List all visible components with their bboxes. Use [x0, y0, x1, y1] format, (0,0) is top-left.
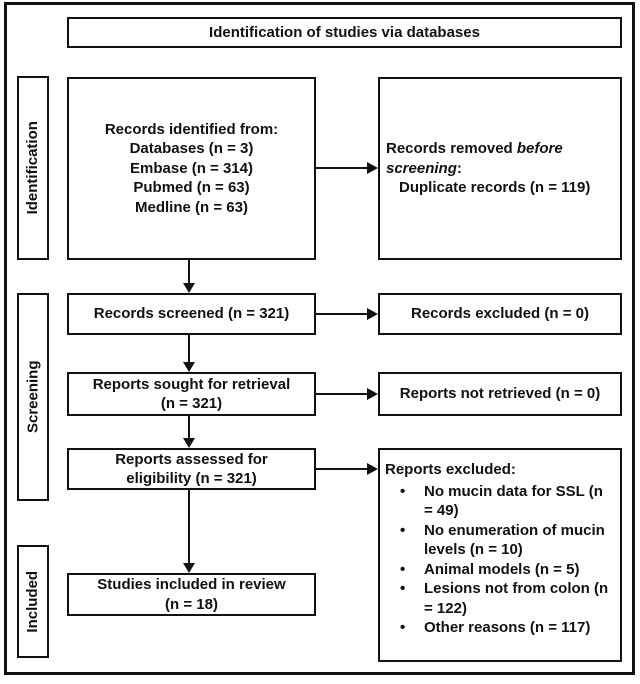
studies-included-line1: Studies included in review — [97, 576, 286, 593]
arrow-down-identified-to-screened — [183, 260, 195, 293]
arrow-right-identified-to-removed — [316, 162, 378, 174]
sidebar-stage-screening: Screening — [17, 293, 49, 501]
reports-sought-line1: Reports sought for retrieval — [92, 375, 291, 393]
title-banner: Identification of studies via databases — [67, 17, 622, 48]
records-removed-box: Records removed before screening: Duplica… — [378, 77, 622, 260]
reports-not-retrieved-text: Reports not retrieved (n = 0) — [399, 385, 601, 403]
exclusion-reason-item: No mucin data for SSL (n = 49) — [385, 482, 609, 521]
source-line: Databases (n = 3) — [129, 140, 254, 158]
reports-excluded-box: Reports excluded: No mucin data for SSL … — [378, 448, 622, 662]
records-removed-heading: Records removed before screening: — [386, 139, 563, 178]
page-title: Identification of studies via databases — [209, 23, 480, 41]
arrow-right-sought-to-not-retrieved — [316, 388, 378, 400]
records-excluded-text: Records excluded (n = 0) — [411, 305, 589, 323]
records-removed-italic-1: before — [516, 140, 563, 158]
records-screened-text: Records screened (n = 321) — [93, 305, 290, 323]
arrow-down-assessed-to-included — [183, 490, 195, 573]
arrow-down-screened-to-sought — [183, 335, 195, 372]
reports-assessed-box: Reports assessed for eligibility (n = 32… — [67, 448, 316, 490]
source-line: Pubmed (n = 63) — [133, 179, 250, 197]
exclusion-reason-item: No enumeration of mucin levels (n = 10) — [385, 521, 609, 560]
arrow-right-screened-to-excluded — [316, 308, 378, 320]
reports-sought-line2: (n = 321) — [160, 395, 223, 412]
screening-label: Screening — [24, 360, 42, 434]
records-identified-box: Records identified from: Databases (n = … — [67, 77, 316, 260]
source-line: Embase (n = 314) — [130, 159, 253, 177]
reports-sought-box: Reports sought for retrieval (n = 321) — [67, 372, 316, 416]
sidebar-stage-identification: Identification — [17, 76, 49, 260]
included-label: Included — [24, 570, 42, 633]
records-screened-box: Records screened (n = 321) — [67, 293, 316, 335]
studies-included-line2: (n = 18) — [165, 595, 218, 613]
identification-label: Identification — [24, 121, 42, 215]
reports-not-retrieved-box: Reports not retrieved (n = 0) — [378, 372, 622, 416]
arrow-right-assessed-to-excluded — [316, 463, 378, 475]
exclusion-reason-list: No mucin data for SSL (n = 49) No enumer… — [385, 482, 616, 638]
reports-assessed-line1: Reports assessed for — [115, 450, 268, 468]
records-excluded-box: Records excluded (n = 0) — [378, 293, 622, 335]
source-line: Medline (n = 63) — [135, 198, 248, 216]
arrow-down-sought-to-assessed — [183, 416, 195, 448]
exclusion-reason-item: Lesions not from colon (n = 122) — [385, 579, 609, 618]
sidebar-stage-included: Included — [17, 545, 49, 658]
studies-included-box: Studies included in review (n = 18) — [67, 573, 316, 616]
outer-border — [4, 2, 635, 675]
records-removed-colon: : — [456, 159, 462, 177]
records-removed-text: Records removed — [386, 140, 517, 158]
reports-excluded-heading: Reports excluded: — [385, 461, 516, 478]
duplicate-records-line: Duplicate records (n = 119) — [399, 179, 591, 197]
records-identified-heading: Records identified from: — [104, 120, 279, 138]
exclusion-reason-item: Animal models (n = 5) — [385, 560, 609, 580]
exclusion-reason-item: Other reasons (n = 117) — [385, 618, 609, 638]
records-removed-italic-2: screening — [386, 159, 457, 177]
reports-assessed-line2: eligibility (n = 321) — [126, 470, 257, 487]
